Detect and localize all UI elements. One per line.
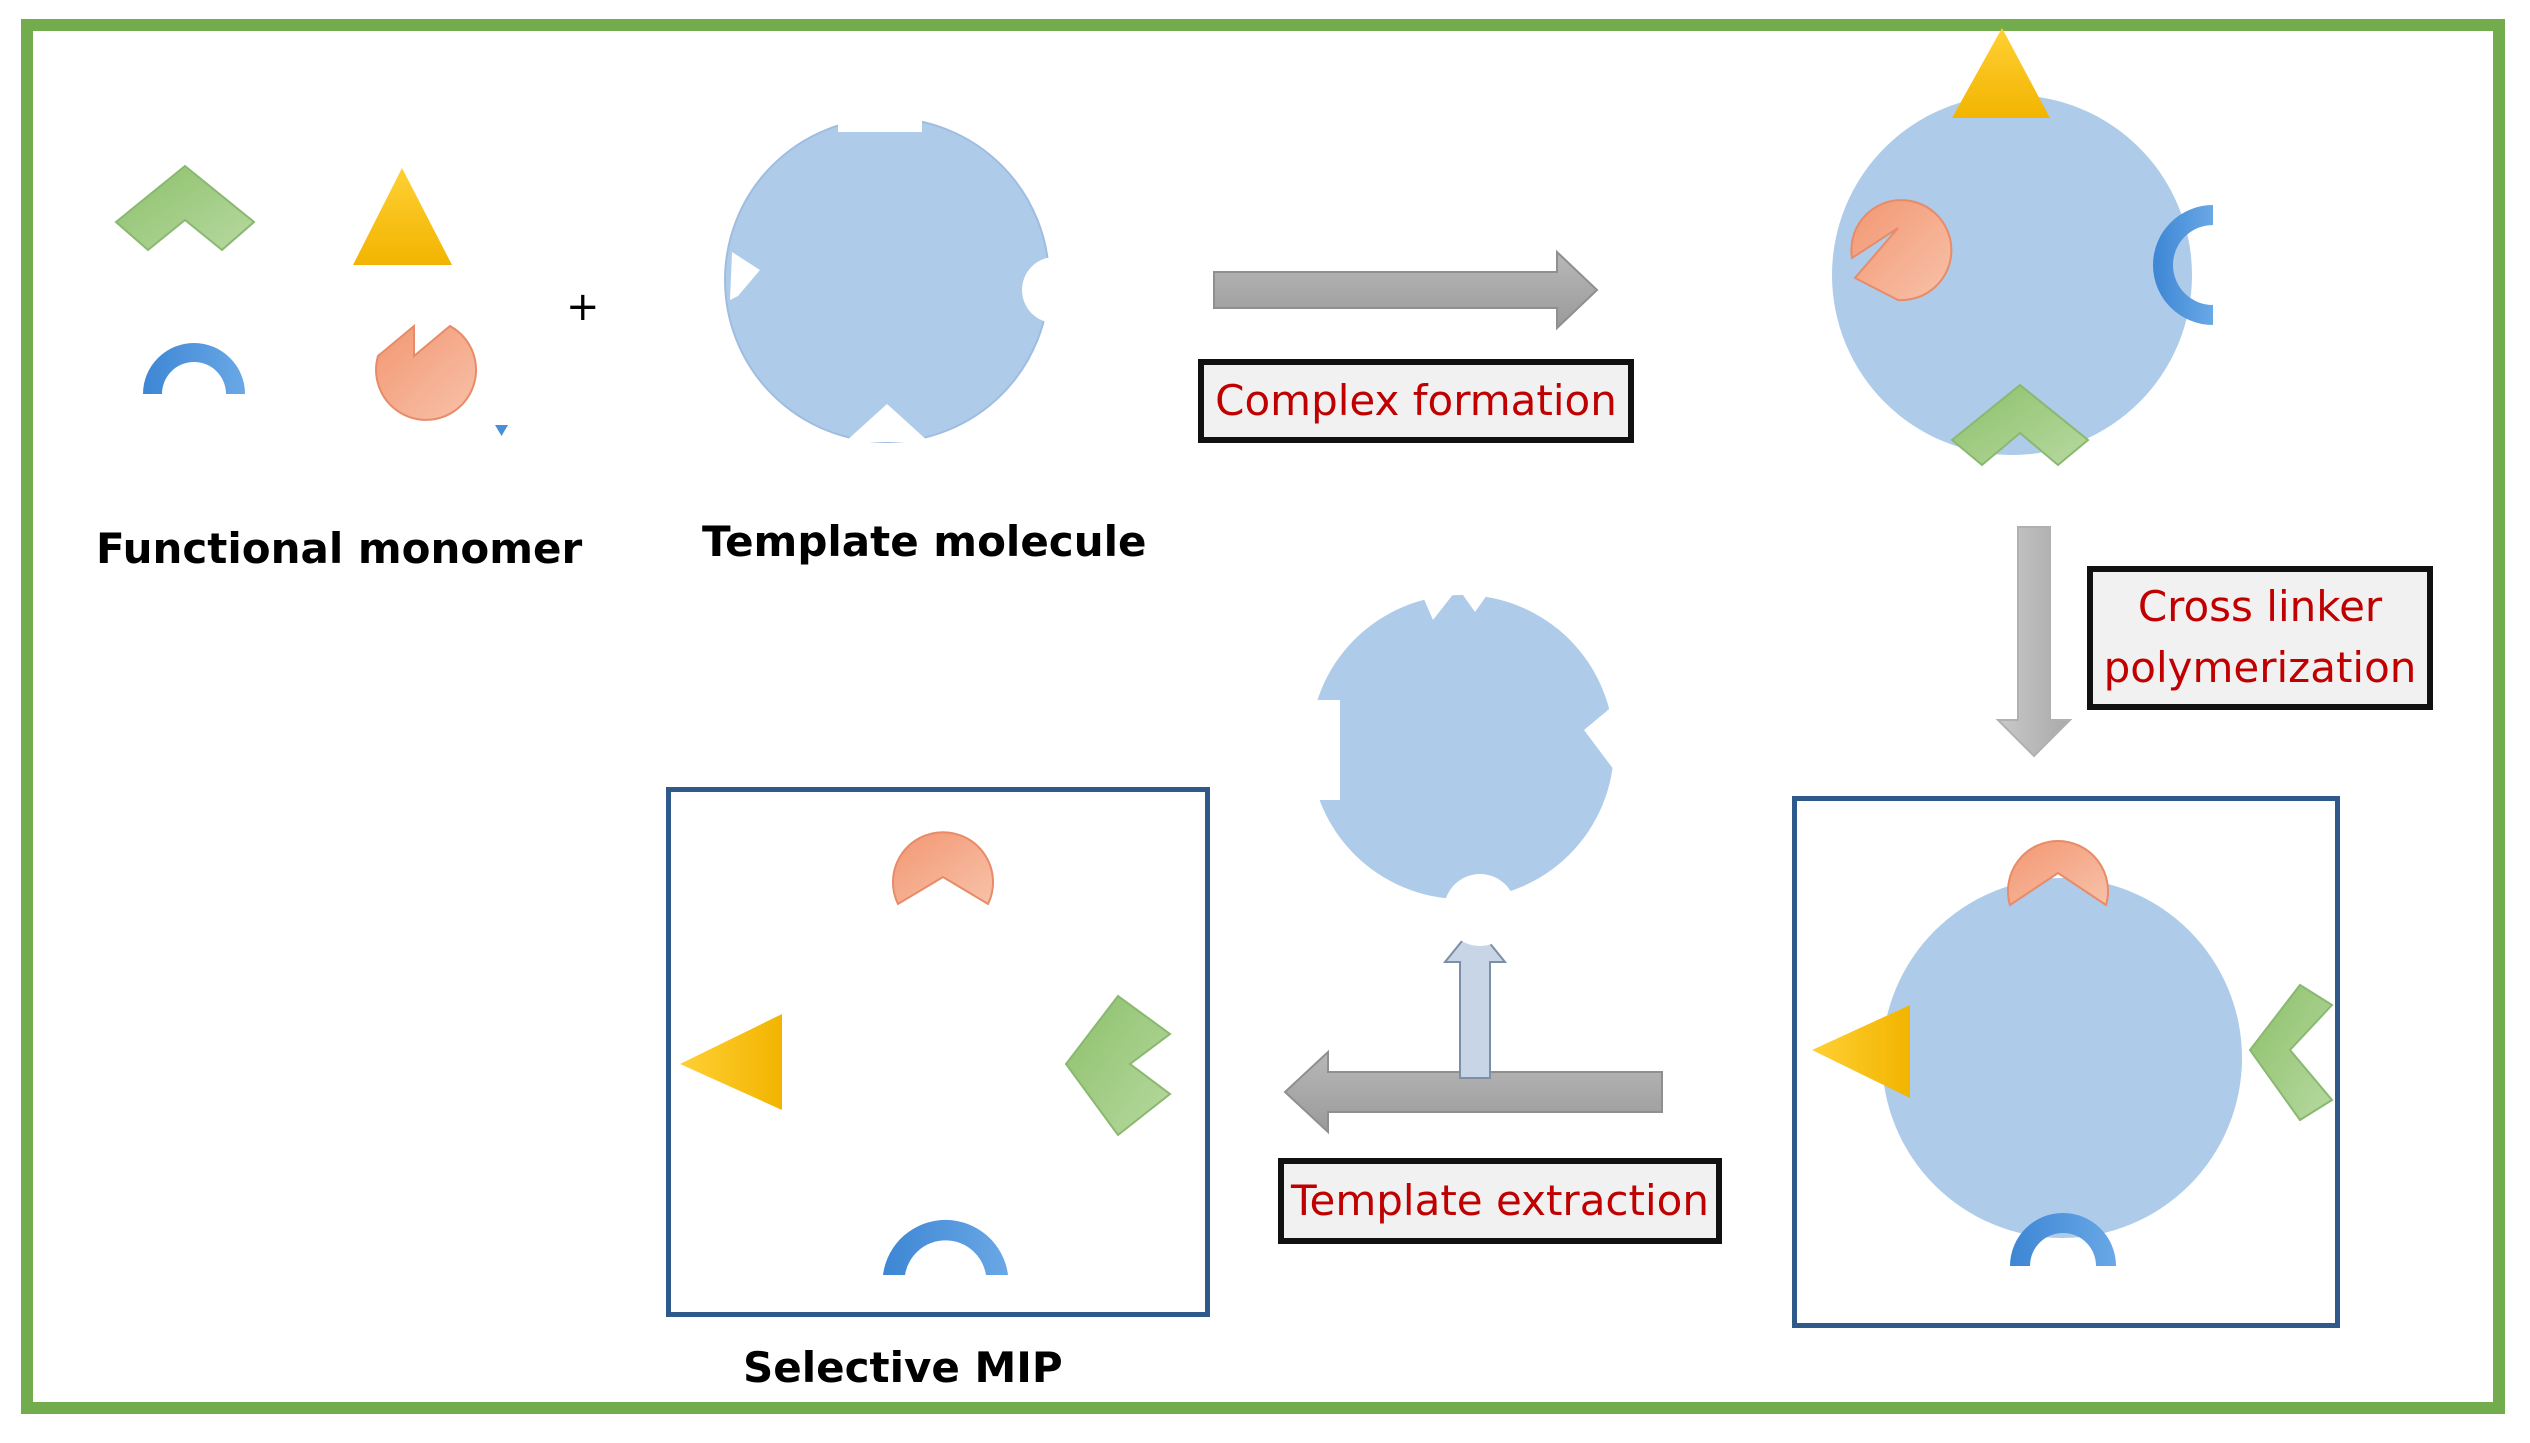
plus-sign: + [566, 284, 600, 330]
complex-formation-text: Complex formation [1215, 375, 1617, 425]
functional-monomer-label: Functional monomer [96, 524, 583, 573]
monomer-chevron [114, 164, 256, 252]
mip-cavities [680, 831, 1172, 1275]
outer-frame [21, 19, 2505, 1414]
polymer-box [1792, 796, 2340, 1328]
monomer-pacman [375, 323, 478, 421]
template-extraction-text: Template extraction [1291, 1175, 1709, 1225]
selective-mip-box [666, 787, 1210, 1317]
template-molecule-label: Template molecule [702, 517, 1147, 566]
cross-linker-arrow [1995, 526, 2073, 758]
cross-linker-label: Cross linker polymerization [2087, 566, 2433, 710]
cross-linker-text-line2: polymerization [2103, 643, 2417, 692]
extracted-template-shape [1300, 560, 1620, 946]
template-molecule-shape [724, 112, 1088, 443]
cross-linker-text-line1: Cross linker [2137, 582, 2383, 632]
template-extraction-label: Template extraction [1278, 1158, 1722, 1244]
small-marker [495, 425, 508, 436]
complex-shape [1832, 28, 2213, 467]
complex-formation-arrow [1213, 249, 1599, 331]
complex-formation-label: Complex formation [1198, 359, 1634, 443]
monomer-arc [143, 343, 245, 394]
template-extraction-arrow [1283, 1049, 1663, 1135]
selective-mip-label: Selective MIP [743, 1343, 1063, 1392]
monomer-triangle [353, 168, 452, 265]
polymer-box-shapes [1812, 840, 2334, 1266]
template-release-arrow [1442, 923, 1508, 1079]
